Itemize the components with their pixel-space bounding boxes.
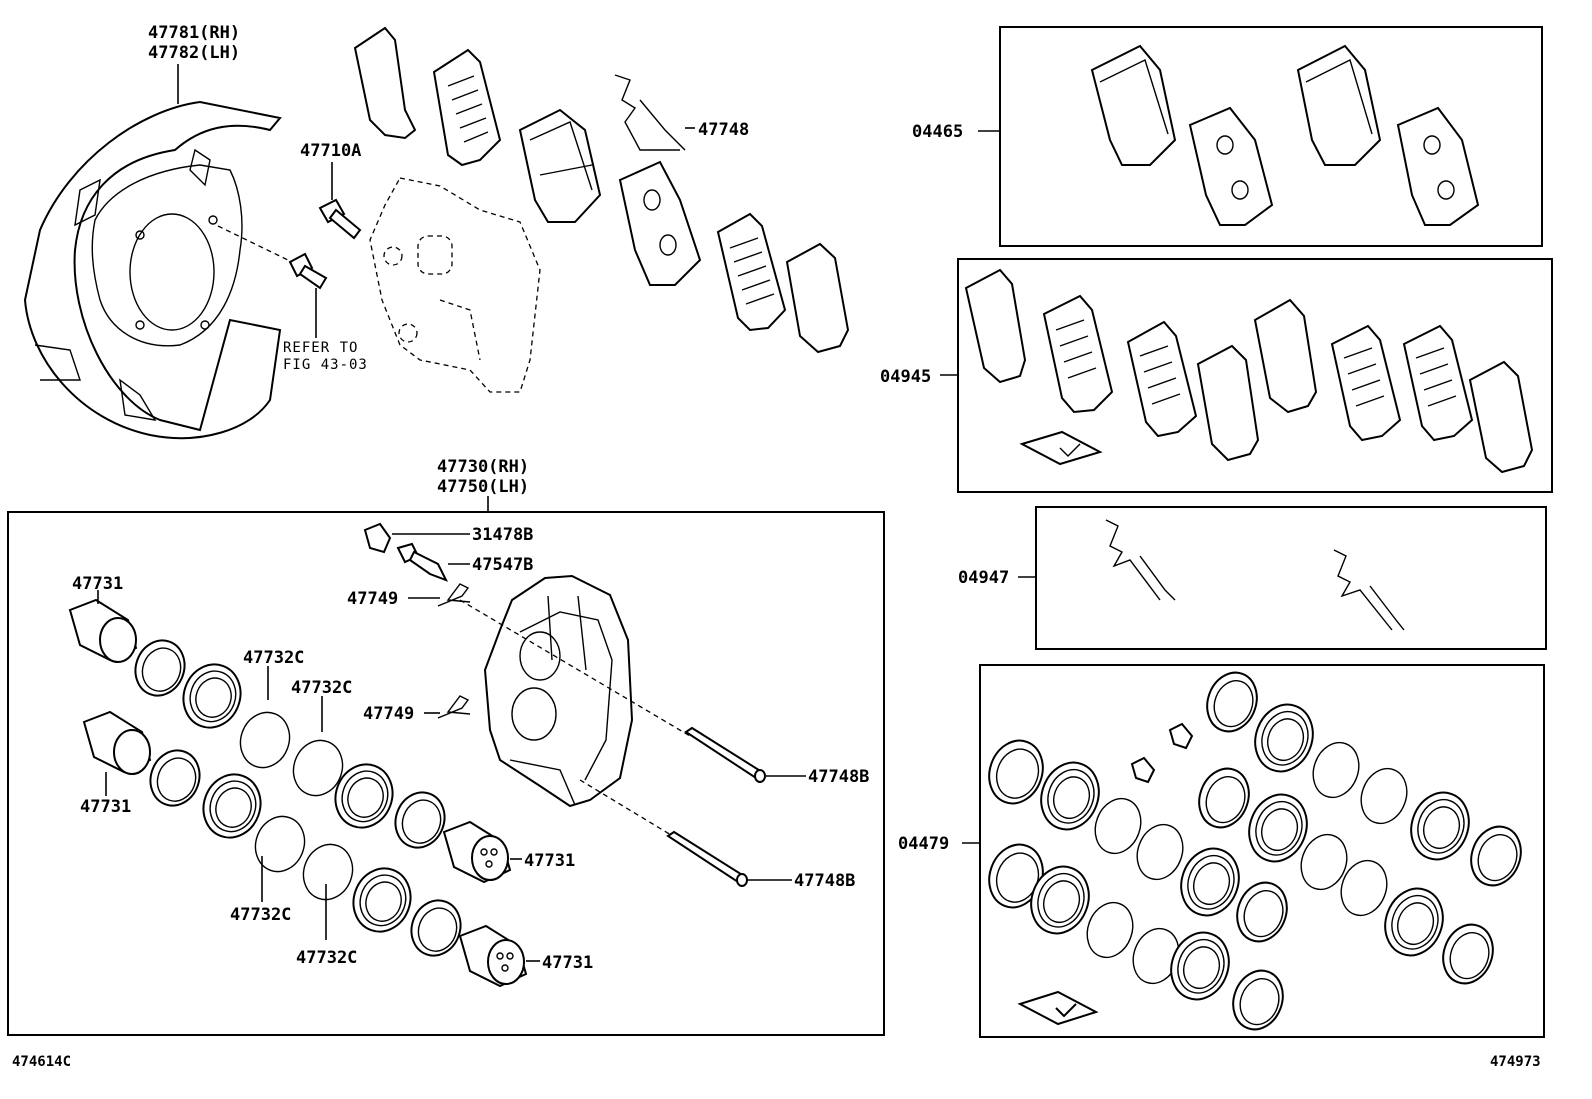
kit-springs-group [1105, 519, 1405, 631]
kit-bleeder-cap [1168, 722, 1194, 750]
bleeder-cap [363, 522, 392, 554]
label-piston-b: 47731 [80, 797, 131, 817]
kit-piston-seal [1094, 797, 1142, 855]
label-bleeder-plug: 47547B [472, 555, 533, 575]
caliper-body [483, 574, 634, 808]
code-right: 474973 [1490, 1054, 1541, 1070]
dust-boot [202, 773, 262, 839]
kit-seal-ring [1442, 923, 1494, 985]
kit-piston-seal [1086, 901, 1134, 959]
label-seal-c: 47732C [230, 905, 291, 925]
kit-dust-boot [1410, 791, 1470, 861]
kit-dust-boot [1170, 931, 1230, 1001]
kit-dust-boot [1248, 793, 1308, 863]
label-kit-shims: 04945 [880, 367, 931, 387]
label-pin-lower: 47748B [794, 871, 855, 891]
pad-top-1 [518, 108, 602, 223]
note-refer-2: FIG 43-03 [283, 357, 368, 373]
caliper-seal-rings [134, 639, 462, 957]
label-clip-upper: 47749 [347, 589, 398, 609]
pin-lower [666, 830, 748, 887]
seal-ring [410, 899, 462, 957]
kit-dust-boot [1040, 761, 1100, 831]
piston-c [442, 820, 512, 884]
label-seal-a: 47732C [243, 648, 304, 668]
kit-box-04479 [979, 664, 1545, 1038]
kit-seal-ring [988, 739, 1044, 805]
label-caliper-rh: 47730(RH) [437, 457, 529, 477]
kit-seal-ring [1198, 767, 1250, 829]
clip-lower [437, 695, 471, 719]
kit-dust-boot [1180, 847, 1240, 917]
kit-dust-boot [1030, 865, 1090, 935]
label-kit-seals: 04479 [898, 834, 949, 854]
piston-b [82, 710, 152, 775]
kit-piston-seal [1136, 823, 1184, 881]
piston-seal [239, 711, 291, 769]
label-bolt: 47710A [300, 141, 361, 161]
label-spring-top: 47748 [698, 120, 749, 140]
label-caliper-lh: 47750(LH) [437, 477, 529, 497]
kit-seal-ring [1206, 671, 1258, 733]
spring-top [614, 74, 686, 151]
kit-seals-group [988, 671, 1522, 1031]
piston-seal [292, 739, 344, 797]
kit-bleeder-cap [1130, 756, 1156, 784]
kit-piston-seal [1360, 767, 1408, 825]
kit-dust-boot [1384, 887, 1444, 957]
seal-ring [134, 639, 186, 697]
dust-boot [182, 663, 242, 729]
label-seal-d: 47732C [296, 948, 357, 968]
seal-ring [149, 749, 201, 807]
seal-ring [394, 791, 446, 849]
shim-top-1 [353, 26, 417, 140]
piston-d [458, 924, 528, 988]
dust-shield [23, 100, 282, 439]
kit-grease-packet [1017, 990, 1099, 1026]
bolt-refer [288, 252, 328, 290]
label-pin-upper: 47748B [808, 767, 869, 787]
label-piston-d: 47731 [542, 953, 593, 973]
kit-piston-seal [1312, 741, 1360, 799]
label-kit-pads: 04465 [912, 122, 963, 142]
kit-seal-ring [1470, 825, 1522, 887]
pin-upper [684, 726, 766, 783]
shim-top-2 [785, 242, 850, 354]
kit-piston-seal [1340, 859, 1388, 917]
code-left: 474614C [12, 1054, 71, 1070]
kit-dust-boot [1254, 703, 1314, 773]
dust-boot [334, 763, 394, 829]
kit-piston-seal [1300, 833, 1348, 891]
label-shield-rh: 47781(RH) [148, 23, 240, 43]
piston-seal [302, 843, 354, 901]
kit-shims-group [964, 268, 1534, 474]
kit-seal-ring [1232, 969, 1284, 1031]
dust-boot [352, 867, 412, 933]
shim-grid-top-1 [432, 48, 502, 167]
label-clip-lower: 47749 [363, 704, 414, 724]
label-seal-b: 47732C [291, 678, 352, 698]
piston-a [68, 598, 138, 663]
bleeder-plug [396, 542, 449, 582]
caliper-assembly-box [7, 511, 885, 1036]
label-piston-c: 47731 [524, 851, 575, 871]
kit-box-04465 [999, 26, 1543, 247]
piston-seal [254, 815, 306, 873]
label-kit-springs: 04947 [958, 568, 1009, 588]
shim-grid-top-2 [716, 212, 787, 332]
kit-seal-ring [1236, 881, 1288, 943]
label-shield-lh: 47782(LH) [148, 43, 240, 63]
pad-backing-top-2 [618, 160, 702, 286]
clip-upper [437, 583, 471, 607]
label-piston-a: 47731 [72, 574, 123, 594]
kit-box-04947 [1035, 506, 1547, 650]
label-bleeder-cap: 31478B [472, 525, 533, 545]
bolt-47710a [318, 198, 362, 240]
note-refer-1: REFER TO [283, 340, 358, 356]
caliper-outline-top [369, 177, 541, 393]
kit-pads-group [1090, 44, 1480, 226]
